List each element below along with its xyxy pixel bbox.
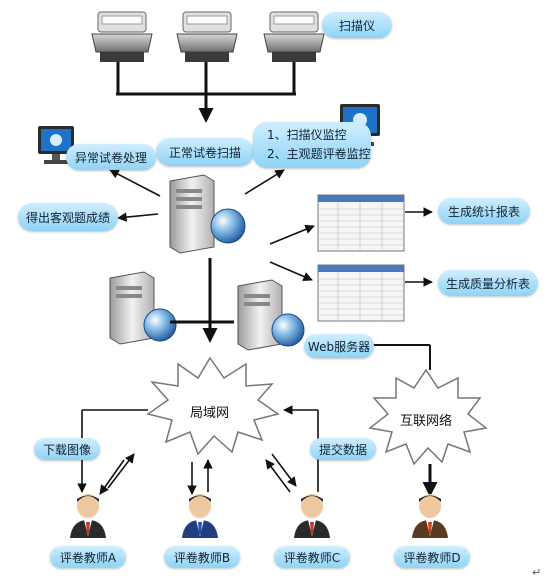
lan-label: 局域网 bbox=[190, 406, 230, 421]
monitor-icon bbox=[38, 126, 74, 164]
globe-icon bbox=[271, 313, 305, 347]
quality-report-label: 生成质量分析表 bbox=[438, 270, 538, 296]
burst-icon bbox=[368, 368, 488, 466]
globe-icon bbox=[210, 208, 246, 244]
normal-scan-label: 正常试卷扫描 bbox=[156, 138, 254, 166]
spreadsheet-icon bbox=[317, 264, 405, 322]
monitor-line-1: 1、扫描仪监控 bbox=[267, 128, 347, 142]
scanner-icon bbox=[91, 11, 153, 62]
server-arrows bbox=[109, 169, 433, 287]
teacher-c-label: 评卷教师C bbox=[274, 546, 350, 568]
teacher-d-label: 评卷教师D bbox=[394, 546, 470, 568]
scanner-bus bbox=[116, 62, 296, 123]
person-icon bbox=[294, 494, 330, 538]
scanner-icon bbox=[176, 11, 238, 62]
objective-score-label: 得出客观题成绩 bbox=[18, 203, 118, 231]
download-label: 下载图像 bbox=[34, 438, 100, 460]
globe-icon bbox=[143, 308, 177, 342]
teacher-b-label: 评卷教师B bbox=[164, 546, 240, 568]
monitor-line-2: 2、主观题评卷监控 bbox=[267, 147, 371, 161]
lan-connector bbox=[170, 258, 234, 343]
return-mark: ↵ bbox=[532, 566, 542, 579]
person-icon bbox=[412, 494, 448, 538]
abnormal-label: 异常试卷处理 bbox=[66, 144, 156, 170]
internet-label: 互联网络 bbox=[400, 414, 453, 429]
teacher-a-label: 评卷教师A bbox=[50, 546, 126, 568]
person-icon bbox=[70, 494, 106, 538]
internet-link bbox=[372, 344, 431, 370]
web-server-label: Web服务器 bbox=[304, 334, 374, 358]
monitor-label: 1、扫描仪监控 2、主观题评卷监控 bbox=[253, 122, 371, 168]
submit-label: 提交数据 bbox=[310, 438, 376, 460]
scanner-icon bbox=[263, 11, 325, 62]
stats-report-label: 生成统计报表 bbox=[438, 198, 530, 224]
burst-icon bbox=[146, 356, 280, 456]
person-icon bbox=[182, 494, 218, 538]
scanner-label: 扫描仪 bbox=[322, 12, 392, 38]
spreadsheet-icon bbox=[317, 194, 405, 252]
server-icon bbox=[169, 174, 215, 254]
